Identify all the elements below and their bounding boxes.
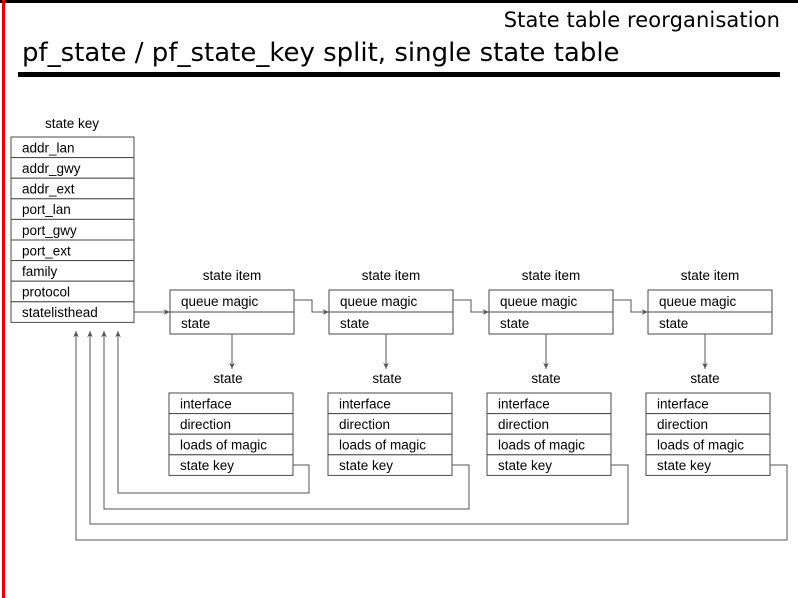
state-4-label-state-key: state key — [657, 458, 711, 473]
state-item-3-label-queue-magic: queue magic — [500, 294, 578, 309]
state-key-caption: state key — [45, 116, 99, 131]
state-1: interface direction loads of magic state… — [168, 392, 294, 476]
state-1-label-interface: interface — [180, 396, 232, 411]
state-item-1: queue magic state — [169, 289, 295, 335]
state-2-label-direction: direction — [339, 417, 390, 432]
state-key-label-port-ext: port_ext — [22, 243, 71, 258]
state-4-label-loads-of-magic: loads of magic — [657, 438, 744, 453]
edge-state4-key-to-state-key-table — [73, 331, 788, 541]
state-3: interface direction loads of magic state… — [486, 392, 612, 476]
state-1-label-direction: direction — [180, 417, 231, 432]
state-3-label-state-key: state key — [498, 458, 552, 473]
state-item-2-caption: state item — [362, 268, 421, 283]
state-item-1-label-queue-magic: queue magic — [181, 294, 259, 309]
title-underline — [18, 72, 780, 77]
state-item-4-caption: state item — [681, 268, 740, 283]
state-1-label-loads-of-magic: loads of magic — [180, 438, 267, 453]
state-item-4-row-state — [647, 311, 773, 335]
state-3-label-loads-of-magic: loads of magic — [498, 438, 585, 453]
state-4-label-direction: direction — [657, 417, 708, 432]
state-item-3-caption: state item — [522, 268, 581, 283]
slide-eyebrow: State table reorganisation — [503, 8, 780, 32]
state-item-4-label-queue-magic: queue magic — [659, 294, 737, 309]
state-key-label-addr-gwy: addr_gwy — [22, 161, 81, 176]
state-1-caption: state — [213, 371, 242, 386]
state-item-4: queue magic state — [647, 289, 773, 335]
edge-state2-key-to-state-key-table — [101, 331, 470, 510]
state-key-label-family: family — [22, 264, 58, 279]
state-3-caption: state — [531, 371, 560, 386]
edge-item3-to-item4 — [613, 299, 648, 315]
state-key-label-addr-ext: addr_ext — [22, 182, 75, 197]
state-key-label-protocol: protocol — [22, 285, 70, 300]
state-key-label-statelisthead: statelisthead — [22, 305, 98, 320]
edge-item1-to-item2 — [294, 299, 329, 315]
state-1-label-state-key: state key — [180, 458, 234, 473]
state-key-label-port-lan: port_lan — [22, 202, 71, 217]
state-2: interface direction loads of magic state… — [327, 392, 453, 476]
state-item-2-label-queue-magic: queue magic — [340, 294, 418, 309]
state-item-1-label-state: state — [181, 316, 210, 331]
state-2-label-loads-of-magic: loads of magic — [339, 438, 426, 453]
state-key-table: addr_lan addr_gwy addr_ext port_lan port… — [10, 136, 135, 323]
state-4-label-interface: interface — [657, 396, 709, 411]
state-key-label-port-gwy: port_gwy — [22, 223, 77, 238]
state-2-label-interface: interface — [339, 396, 391, 411]
edge-state1-key-to-state-key-table — [115, 331, 310, 494]
state-item-1-caption: state item — [203, 268, 262, 283]
slide-title: pf_state / pf_state_key split, single st… — [22, 38, 620, 68]
state-item-3-row-state — [488, 311, 614, 335]
state-4-caption: state — [690, 371, 719, 386]
state-3-label-direction: direction — [498, 417, 549, 432]
edge-state3-key-to-state-key-table — [87, 331, 629, 525]
top-rule — [0, 0, 798, 3]
state-item-2-row-state — [328, 311, 454, 335]
state-key-label-addr-lan: addr_lan — [22, 140, 75, 155]
edge-item2-to-item3 — [453, 299, 489, 315]
state-item-3: queue magic state — [488, 289, 614, 335]
state-3-label-interface: interface — [498, 396, 550, 411]
state-item-4-label-state: state — [659, 316, 688, 331]
state-2-label-state-key: state key — [339, 458, 393, 473]
state-2-caption: state — [372, 371, 401, 386]
state-item-2: queue magic state — [328, 289, 454, 335]
state-item-3-label-state: state — [500, 316, 529, 331]
left-accent-bar — [2, 0, 5, 598]
state-4: interface direction loads of magic state… — [645, 392, 771, 476]
state-item-2-label-state: state — [340, 316, 369, 331]
